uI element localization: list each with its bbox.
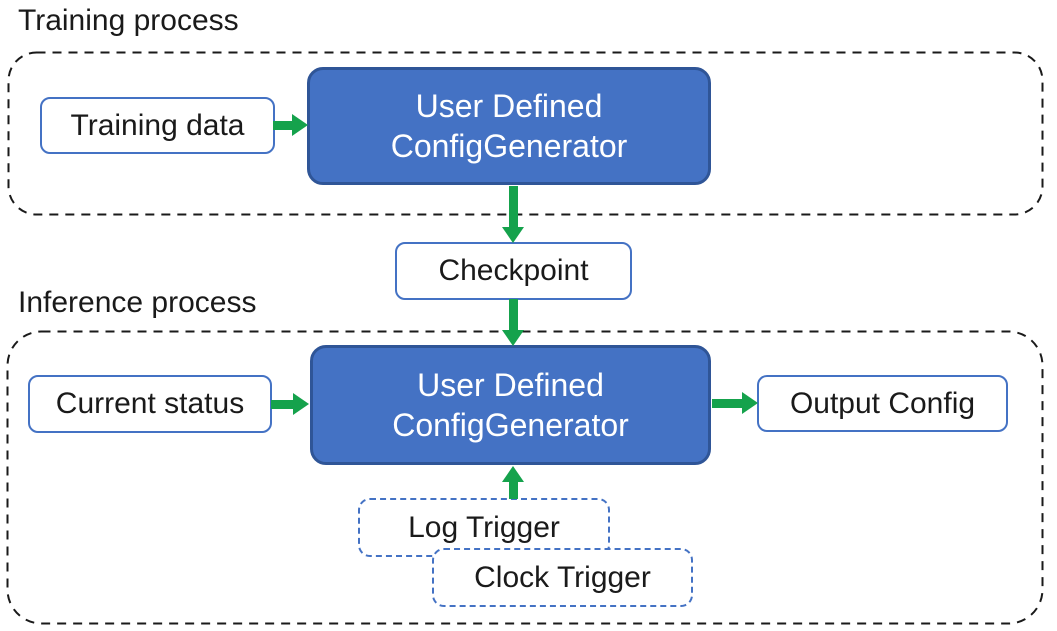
checkpoint-label: Checkpoint xyxy=(438,254,589,287)
config-generator-inference-label-line1: User Defined xyxy=(417,367,604,403)
current-status-node: Current status xyxy=(28,375,272,433)
arrow-checkpoint-to-config-generator xyxy=(502,299,524,346)
arrow-shaft xyxy=(508,482,518,499)
output-config-node: Output Config xyxy=(757,375,1008,432)
arrow-current-status-to-config-generator xyxy=(271,393,309,415)
arrow-head-down-icon xyxy=(502,330,524,346)
clock-trigger-label: Clock Trigger xyxy=(474,560,651,594)
config-generator-training-node: User Defined ConfigGenerator xyxy=(307,67,711,185)
inference-process-label: Inference process xyxy=(18,286,257,319)
arrow-head-right-icon xyxy=(742,392,758,414)
arrow-shaft xyxy=(271,399,293,409)
arrow-head-up-icon xyxy=(502,466,524,482)
arrow-shaft xyxy=(508,186,518,227)
training-data-label: Training data xyxy=(70,108,245,142)
current-status-label: Current status xyxy=(55,387,245,420)
config-generator-training-label-line1: User Defined xyxy=(415,88,603,124)
training-process-container xyxy=(7,51,1044,216)
config-generator-training-label-line2: ConfigGenerator xyxy=(390,128,628,164)
arrow-shaft xyxy=(508,299,518,330)
arrow-triggers-to-config-generator xyxy=(502,466,524,499)
arrow-config-generator-to-output-config xyxy=(712,392,758,414)
arrow-head-down-icon xyxy=(502,227,524,243)
checkpoint-node: Checkpoint xyxy=(395,242,632,300)
arrow-head-right-icon xyxy=(292,114,308,136)
clock-trigger-node: Clock Trigger xyxy=(432,548,693,607)
config-generator-inference-label-line2: ConfigGenerator xyxy=(392,407,629,443)
training-data-node: Training data xyxy=(40,97,275,154)
log-trigger-label: Log Trigger xyxy=(408,510,560,544)
arrow-head-right-icon xyxy=(293,393,309,415)
config-generator-inference-node: User Defined ConfigGenerator xyxy=(310,345,711,465)
arrow-training-data-to-config-generator xyxy=(273,114,308,136)
arrow-shaft xyxy=(273,120,292,130)
inference-process-container xyxy=(6,330,1044,625)
output-config-label: Output Config xyxy=(789,386,976,420)
training-process-label: Training process xyxy=(18,4,239,37)
arrow-shaft xyxy=(712,398,742,408)
arrow-config-generator-to-checkpoint xyxy=(502,186,524,243)
